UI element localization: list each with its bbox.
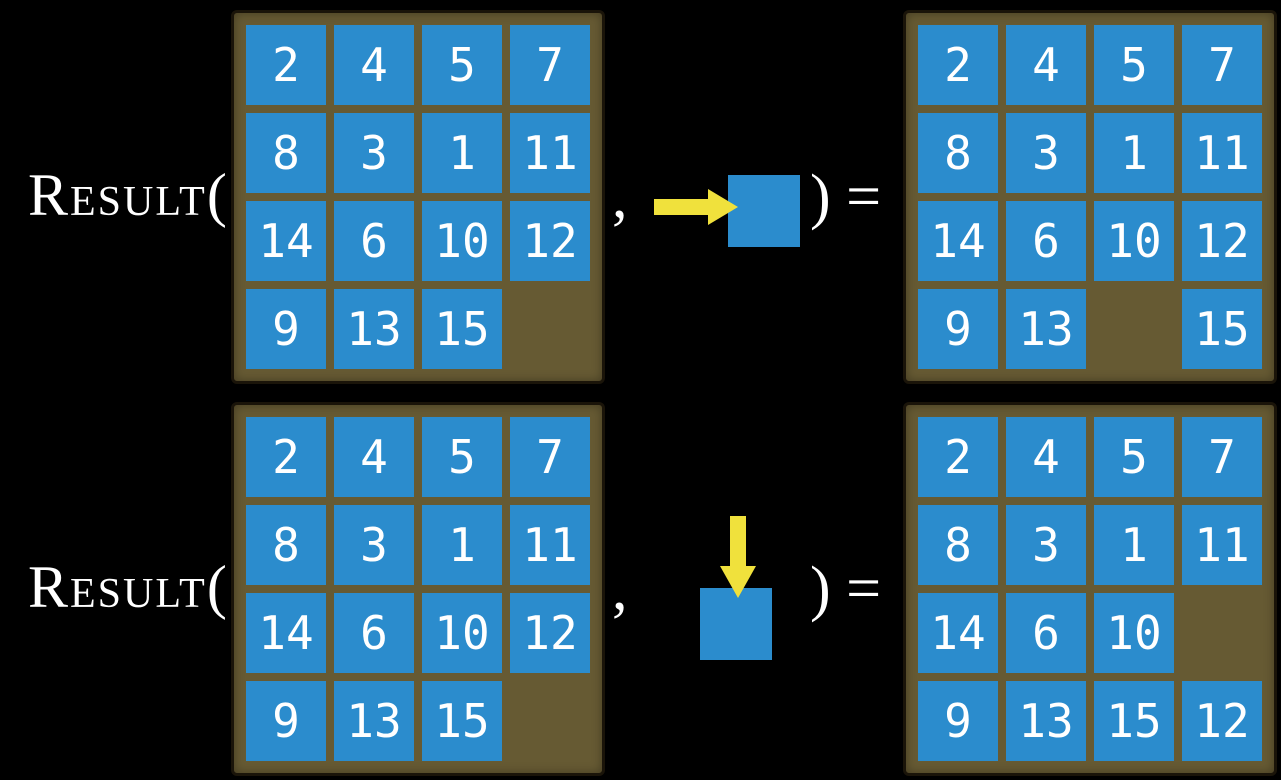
puzzle-tile: 3 bbox=[1006, 505, 1086, 585]
puzzle-tile: 6 bbox=[1006, 593, 1086, 673]
result-function-label-row2: Result( bbox=[28, 554, 229, 620]
blank-tile-square-row1 bbox=[728, 175, 800, 247]
puzzle-tile: 1 bbox=[422, 505, 502, 585]
puzzle-tile: 3 bbox=[1006, 113, 1086, 193]
puzzle-tile: 5 bbox=[422, 25, 502, 105]
puzzle-tile: 15 bbox=[1094, 681, 1174, 761]
puzzle-tile: 2 bbox=[246, 417, 326, 497]
puzzle-tile: 4 bbox=[334, 417, 414, 497]
puzzle-tile: 9 bbox=[918, 289, 998, 369]
puzzle-tile: 12 bbox=[1182, 681, 1262, 761]
puzzle-tile: 11 bbox=[1182, 113, 1262, 193]
puzzle-tile: 10 bbox=[1094, 593, 1174, 673]
puzzle-tile: 14 bbox=[918, 593, 998, 673]
puzzle-tile: 4 bbox=[334, 25, 414, 105]
puzzle-tile: 9 bbox=[246, 289, 326, 369]
puzzle-tile: 15 bbox=[422, 289, 502, 369]
puzzle-tile: 13 bbox=[334, 681, 414, 761]
comma-row1: , bbox=[612, 163, 628, 231]
puzzle-tile: 15 bbox=[422, 681, 502, 761]
move-down-arrow-icon bbox=[720, 516, 756, 598]
puzzle-tile: 14 bbox=[246, 593, 326, 673]
puzzle-tile: 4 bbox=[1006, 417, 1086, 497]
puzzle-tile: 7 bbox=[510, 25, 590, 105]
puzzle-blank-cell bbox=[1094, 289, 1174, 369]
puzzle-tile: 3 bbox=[334, 113, 414, 193]
puzzle-tile: 6 bbox=[334, 593, 414, 673]
puzzle-tile: 12 bbox=[510, 593, 590, 673]
move-right-arrow-icon bbox=[654, 189, 738, 225]
puzzle-tile: 1 bbox=[1094, 113, 1174, 193]
puzzle-blank-cell bbox=[510, 681, 590, 761]
puzzle-tile: 10 bbox=[1094, 201, 1174, 281]
puzzle-tile: 5 bbox=[1094, 25, 1174, 105]
puzzle-tile: 4 bbox=[1006, 25, 1086, 105]
puzzle-tile: 7 bbox=[1182, 25, 1262, 105]
puzzle-tile: 2 bbox=[918, 417, 998, 497]
puzzle-tile: 9 bbox=[918, 681, 998, 761]
puzzle-tile: 13 bbox=[1006, 681, 1086, 761]
puzzle-tile: 11 bbox=[510, 113, 590, 193]
puzzle-tile: 14 bbox=[246, 201, 326, 281]
puzzle-tile: 12 bbox=[1182, 201, 1262, 281]
puzzle-tile: 7 bbox=[510, 417, 590, 497]
puzzle-blank-cell bbox=[510, 289, 590, 369]
puzzle-tile: 8 bbox=[918, 505, 998, 585]
puzzle-tile: 5 bbox=[1094, 417, 1174, 497]
puzzle-tile: 1 bbox=[1094, 505, 1174, 585]
puzzle-tile: 6 bbox=[1006, 201, 1086, 281]
blank-tile-square-row2 bbox=[700, 588, 772, 660]
puzzle-tile: 2 bbox=[918, 25, 998, 105]
puzzle-tile: 1 bbox=[422, 113, 502, 193]
close-paren-equals-row2: ) = bbox=[810, 555, 882, 623]
puzzle-tile: 10 bbox=[422, 593, 502, 673]
puzzle-tile: 9 bbox=[246, 681, 326, 761]
puzzle-tile: 2 bbox=[246, 25, 326, 105]
puzzle-tile: 11 bbox=[510, 505, 590, 585]
puzzle-tile: 3 bbox=[334, 505, 414, 585]
puzzle-tile: 8 bbox=[246, 113, 326, 193]
puzzle-tile: 13 bbox=[334, 289, 414, 369]
puzzle-tile: 8 bbox=[246, 505, 326, 585]
puzzle-tile: 12 bbox=[510, 201, 590, 281]
close-paren-equals-row1: ) = bbox=[810, 163, 882, 231]
puzzle-tile: 10 bbox=[422, 201, 502, 281]
result-function-label-row1: Result( bbox=[28, 162, 229, 228]
puzzle-blank-cell bbox=[1182, 593, 1262, 673]
puzzle-tile: 5 bbox=[422, 417, 502, 497]
puzzle-tile: 15 bbox=[1182, 289, 1262, 369]
puzzle-tile: 13 bbox=[1006, 289, 1086, 369]
puzzle-tile: 14 bbox=[918, 201, 998, 281]
puzzle-tile: 11 bbox=[1182, 505, 1262, 585]
comma-row2: , bbox=[612, 555, 628, 623]
puzzle-tile: 6 bbox=[334, 201, 414, 281]
puzzle-tile: 8 bbox=[918, 113, 998, 193]
puzzle-tile: 7 bbox=[1182, 417, 1262, 497]
